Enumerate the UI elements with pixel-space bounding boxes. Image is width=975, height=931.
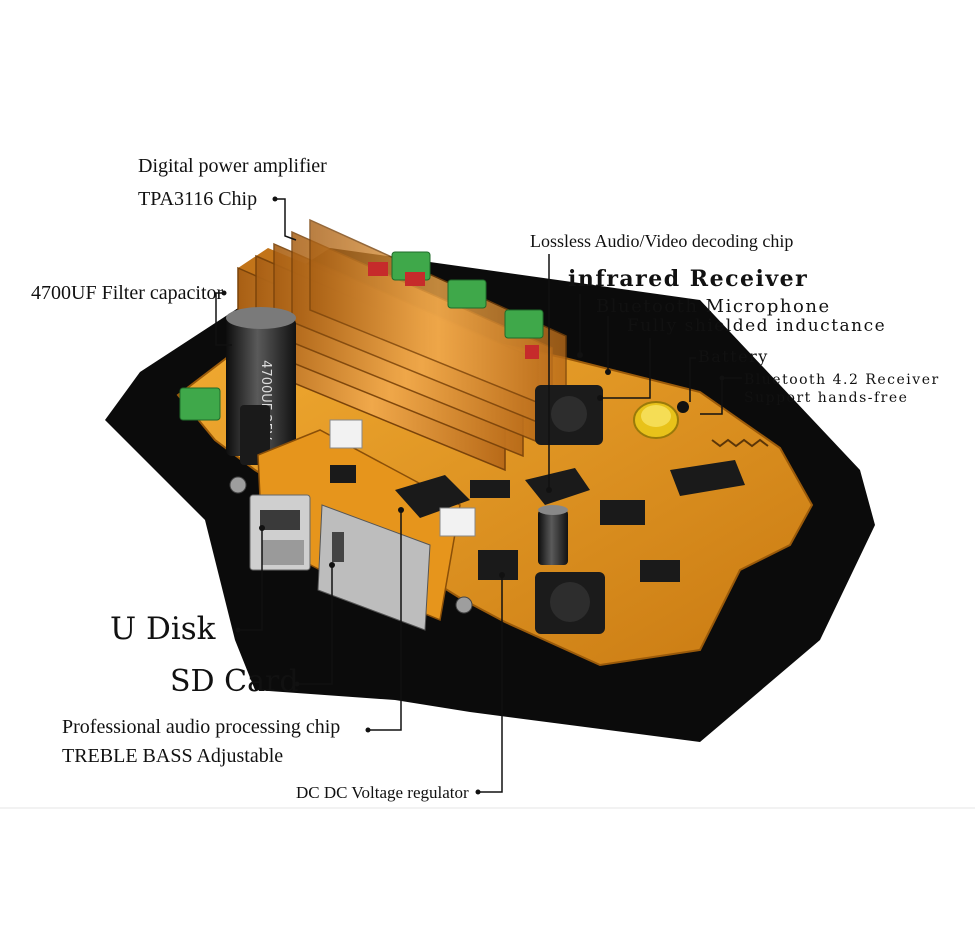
heatsink [237, 218, 567, 472]
label-battery: Battery [698, 347, 769, 366]
label-infrared-receiver: infrared Receiver [568, 266, 809, 292]
usb-port [249, 494, 311, 571]
label-hands-free: Support hands-free [744, 390, 909, 406]
inductors [535, 385, 605, 634]
bluetooth-antenna [711, 438, 769, 448]
coin-battery [633, 401, 679, 439]
label-digital-power-amplifier: Digital power amplifier [138, 155, 327, 177]
small-capacitor [538, 505, 568, 565]
label-treble-bass: TREBLE BASS Adjustable [62, 745, 284, 767]
jumper-headers [470, 480, 680, 582]
terminal-blocks [179, 251, 544, 421]
label-u-disk: U Disk [110, 611, 216, 647]
label-dc-dc-regulator: DC DC Voltage regulator [296, 783, 469, 802]
leader-lines [215, 196, 742, 795]
label-decoding-chip: Lossless Audio/Video decoding chip [530, 231, 794, 251]
label-audio-processing-chip: Professional audio processing chip [62, 716, 341, 738]
filter-capacitor: 4700UF 25V [226, 307, 296, 465]
ic-chips [330, 460, 745, 580]
label-shielded-inductance: Fully shielded inductance [627, 316, 887, 336]
sd-card-slot [317, 504, 431, 631]
label-sd-card: SD Card [170, 664, 299, 699]
white-connectors [329, 419, 476, 537]
label-filter-capacitor: 4700UF Filter capacitor [31, 282, 224, 304]
label-tpa3116-chip: TPA3116 Chip [138, 188, 258, 210]
label-bluetooth-microphone: Bluetooth Microphone [596, 296, 831, 317]
mounting-screws [229, 401, 689, 614]
label-bluetooth-receiver: Bluetooth 4.2 Receiver [744, 372, 940, 388]
